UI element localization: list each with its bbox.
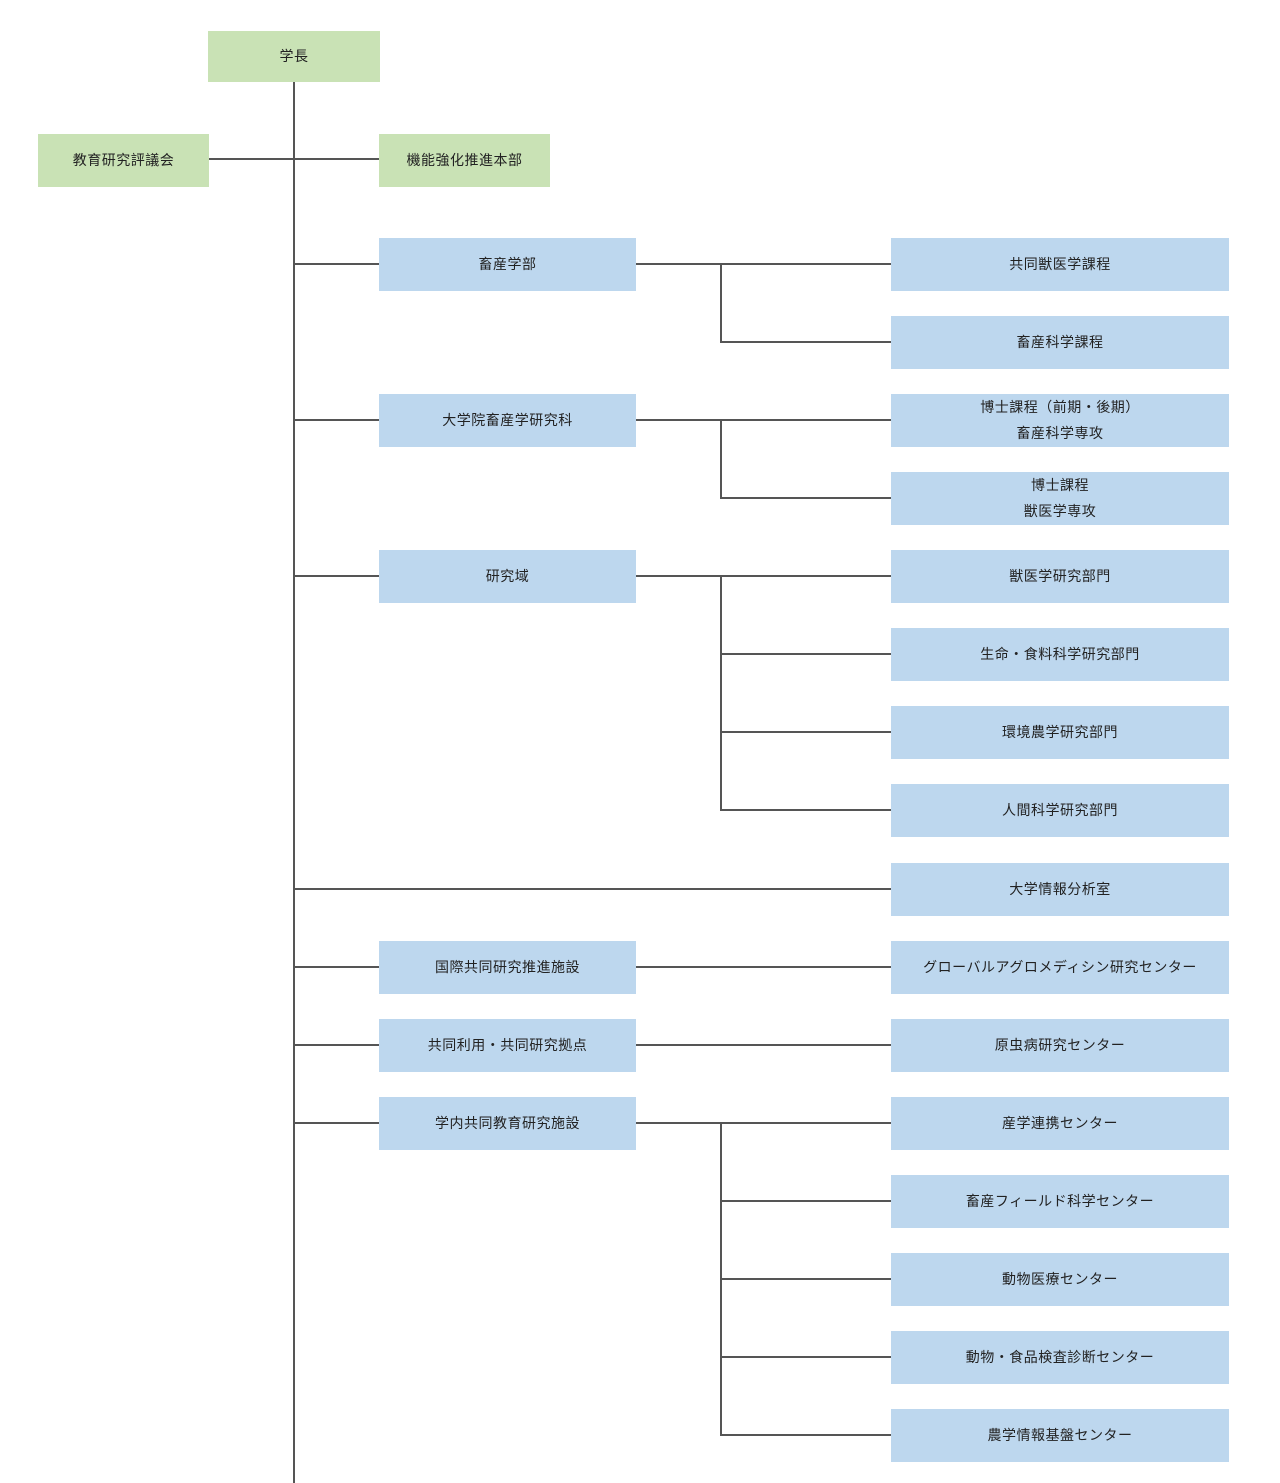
connector-research-domain: [294, 575, 379, 577]
grad-branch-main: [636, 419, 891, 421]
node-label: 研究域: [485, 568, 530, 585]
research-branch-3: [720, 731, 891, 733]
faculty-branch-2: [720, 341, 891, 343]
connector-joint-usage: [294, 1044, 379, 1046]
connector-ir-office: [294, 888, 891, 890]
node-label: 生命・食料科学研究部門: [980, 646, 1140, 663]
node-label: 環境農学研究部門: [1002, 724, 1118, 741]
node-ir-office: 大学情報分析室: [891, 863, 1229, 916]
campus-branch-3: [720, 1278, 891, 1280]
node-label: 農学情報基盤センター: [987, 1427, 1133, 1444]
research-branch-vertical: [720, 575, 722, 811]
campus-branch-main: [636, 1122, 891, 1124]
node-env-agri-research: 環境農学研究部門: [891, 706, 1229, 759]
node-president: 学長: [208, 31, 380, 82]
node-life-food-research: 生命・食料科学研究部門: [891, 628, 1229, 681]
faculty-branch-vertical: [720, 263, 722, 343]
campus-branch-5: [720, 1434, 891, 1436]
node-council: 教育研究評議会: [38, 134, 209, 187]
joint-usage-branch: [636, 1044, 891, 1046]
node-label: 大学院畜産学研究科: [442, 412, 573, 429]
node-field-center: 畜産フィールド科学センター: [891, 1175, 1229, 1228]
node-label: 産学連携センター: [1002, 1115, 1118, 1132]
node-grad-phd-vet: 博士課程 獣医学専攻: [891, 472, 1229, 525]
node-label: 動物医療センター: [1002, 1271, 1118, 1288]
node-label: 機能強化推進本部: [406, 152, 523, 169]
node-faculty: 畜産学部: [379, 238, 636, 291]
node-strategy-hq: 機能強化推進本部: [379, 134, 550, 187]
node-label: グローバルアグロメディシン研究センター: [923, 959, 1197, 976]
node-label: 獣医学研究部門: [1009, 568, 1111, 585]
research-branch-2: [720, 653, 891, 655]
council-connector: [209, 158, 379, 160]
connector-campus-facility: [294, 1122, 379, 1124]
node-protozoan-center: 原虫病研究センター: [891, 1019, 1229, 1072]
node-label: 学内共同教育研究施設: [435, 1115, 580, 1132]
node-agri-info-center: 農学情報基盤センター: [891, 1409, 1229, 1462]
node-label: 畜産フィールド科学センター: [965, 1193, 1155, 1210]
intl-branch: [636, 966, 891, 968]
node-animal-medical-center: 動物医療センター: [891, 1253, 1229, 1306]
node-vet-research: 獣医学研究部門: [891, 550, 1229, 603]
campus-branch-4: [720, 1356, 891, 1358]
node-inspection-center: 動物・食品検査診断センター: [891, 1331, 1229, 1384]
node-vet-course: 共同獣医学課程: [891, 238, 1229, 291]
research-branch-4: [720, 809, 891, 811]
node-label: 国際共同研究推進施設: [435, 959, 580, 976]
node-human-sci-research: 人間科学研究部門: [891, 784, 1229, 837]
node-grad-school: 大学院畜産学研究科: [379, 394, 636, 447]
node-label: 原虫病研究センター: [994, 1037, 1126, 1054]
node-label: 共同獣医学課程: [1009, 256, 1111, 273]
grad-branch-vertical: [720, 419, 722, 499]
research-branch-main: [636, 575, 891, 577]
node-label: 畜産科学課程: [1016, 334, 1104, 351]
node-grad-ms-phd: 博士課程（前期・後期） 畜産科学専攻: [891, 394, 1229, 447]
node-joint-usage: 共同利用・共同研究拠点: [379, 1019, 636, 1072]
node-label: 博士課程（前期・後期） 畜産科学専攻: [980, 399, 1140, 442]
campus-branch-2: [720, 1200, 891, 1202]
node-label: 人間科学研究部門: [1002, 802, 1118, 819]
grad-branch-2: [720, 497, 891, 499]
node-label: 畜産学部: [478, 256, 537, 273]
connector-faculty: [294, 263, 379, 265]
node-label: 大学情報分析室: [1009, 881, 1111, 898]
node-label: 教育研究評議会: [72, 152, 175, 169]
node-label: 共同利用・共同研究拠点: [427, 1037, 588, 1054]
faculty-branch-main: [636, 263, 891, 265]
connector-grad-school: [294, 419, 379, 421]
connector-intl-facility: [294, 966, 379, 968]
node-global-agromedicine: グローバルアグロメディシン研究センター: [891, 941, 1229, 994]
node-label: 学長: [279, 48, 309, 65]
node-industry-center: 産学連携センター: [891, 1097, 1229, 1150]
node-intl-facility: 国際共同研究推進施設: [379, 941, 636, 994]
node-animal-sci-course: 畜産科学課程: [891, 316, 1229, 369]
node-research-domain: 研究域: [379, 550, 636, 603]
trunk-line: [293, 82, 295, 1483]
node-label: 動物・食品検査診断センター: [965, 1349, 1155, 1366]
node-campus-facility: 学内共同教育研究施設: [379, 1097, 636, 1150]
node-label: 博士課程 獣医学専攻: [1023, 477, 1097, 520]
